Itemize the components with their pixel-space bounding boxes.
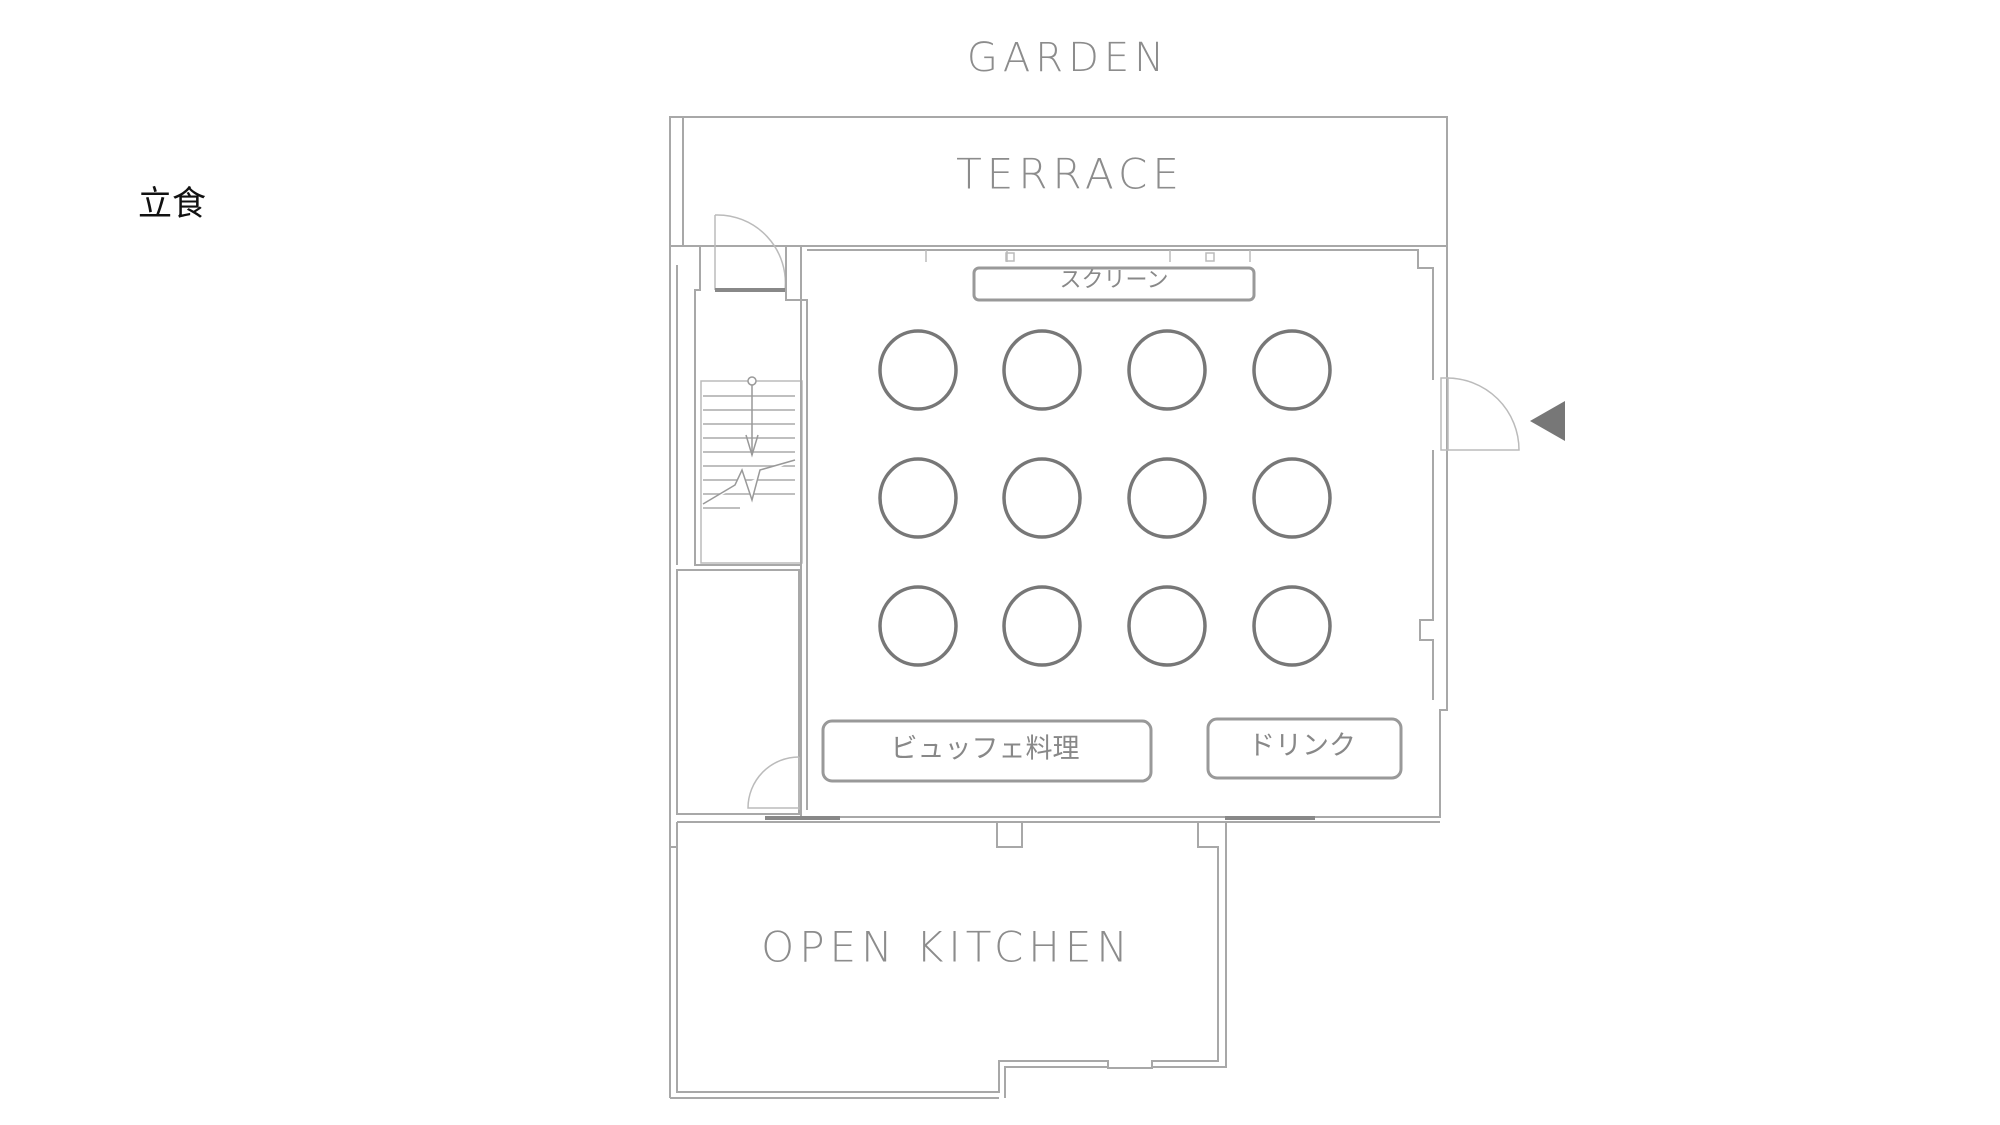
left-service-area (669, 246, 802, 1098)
round-table (1252, 585, 1332, 667)
screen: スクリーン (972, 266, 1256, 302)
screen-label: スクリーン (1060, 268, 1169, 293)
round-table (1127, 585, 1207, 667)
entrance-door[interactable] (1440, 377, 1520, 451)
round-table (1127, 457, 1207, 539)
terrace-door[interactable] (714, 214, 787, 292)
terrace-label: TERRACE (956, 150, 1184, 199)
projector-icon (1005, 252, 1015, 262)
layout-title: 立食 (138, 184, 206, 224)
drink-label: ドリンク (1248, 731, 1356, 762)
staircase (700, 376, 803, 564)
round-table (878, 457, 958, 539)
terrace: TERRACE (669, 116, 1448, 247)
open-kitchen: OPEN KITCHEN (670, 821, 1440, 1099)
round-table (1002, 329, 1082, 411)
buffet-label: ビュッフェ料理 (891, 734, 1080, 765)
round-table (1252, 329, 1332, 411)
open-kitchen-label: OPEN KITCHEN (761, 923, 1133, 972)
garden-label: GARDEN (967, 35, 1169, 81)
buffet-counter: ビュッフェ料理 (821, 719, 1153, 783)
round-table (1252, 457, 1332, 539)
stair-arrow-down-icon (745, 434, 759, 458)
side-door[interactable] (747, 756, 800, 810)
entrance-arrow-icon (1530, 401, 1565, 441)
round-table (1127, 329, 1207, 411)
round-table (1002, 585, 1082, 667)
projector-icon (1205, 252, 1215, 262)
round-tables (878, 329, 1332, 667)
round-table (878, 585, 958, 667)
round-table (1002, 457, 1082, 539)
drink-counter: ドリンク (1206, 717, 1403, 780)
stair-start-icon (747, 376, 757, 386)
round-table (878, 329, 958, 411)
